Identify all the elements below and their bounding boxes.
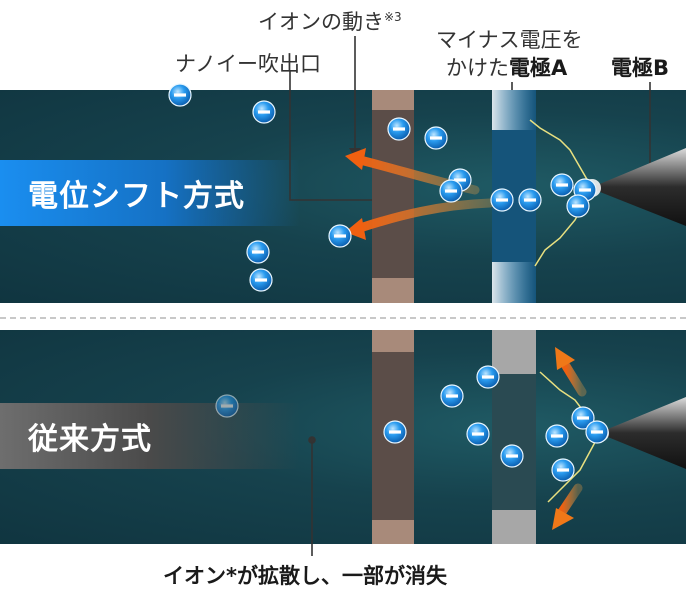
ion — [500, 444, 524, 468]
ion — [551, 458, 575, 482]
diffusion-arrow-up — [561, 361, 587, 397]
outlet-wall-top-upper — [372, 90, 414, 110]
ion — [252, 100, 276, 124]
ion — [566, 194, 590, 218]
ion — [466, 422, 490, 446]
negative-voltage-label-line2: かけた電極A — [446, 52, 567, 82]
ion-motion-text: イオンの動き — [258, 10, 384, 34]
ion — [545, 424, 569, 448]
ion — [550, 173, 574, 197]
electrode-b-needle-bottom — [598, 397, 686, 469]
electrode-a-label: 電極A — [509, 56, 568, 80]
ion-motion-label: イオンの動き※3 — [258, 6, 402, 36]
electrode-a-glow-upper — [492, 90, 536, 130]
ion — [424, 126, 448, 150]
negative-voltage-prefix: かけた — [446, 56, 509, 80]
leader-lines — [289, 36, 654, 556]
ion — [249, 268, 273, 292]
ion — [246, 240, 270, 264]
ion — [440, 384, 464, 408]
ion — [168, 83, 192, 107]
nano-outlet-leader — [289, 70, 382, 201]
electrode-b-text: 電極B — [611, 56, 670, 80]
ion-flow-arrowhead-upper — [345, 148, 366, 170]
diffusion-caption: イオン*が拡散し、一部が消失 — [163, 564, 447, 588]
ion — [585, 420, 609, 444]
diffusion-arrow-down — [557, 483, 583, 517]
ion-motion-note: ※3 — [384, 10, 402, 24]
conventional-method-banner: 従来方式 — [0, 403, 300, 469]
ion-flow-arrowhead-lower — [345, 218, 366, 240]
electrode-b-needle-top — [590, 148, 686, 226]
ion-flow-arrow-lower — [355, 198, 495, 233]
spark-top-1 — [529, 119, 593, 189]
electrode-a-glow-lower — [492, 262, 536, 303]
diffusion-arrowhead-down — [552, 508, 574, 530]
ion — [328, 224, 352, 248]
conventional-electrode-gap — [492, 374, 536, 510]
ion — [490, 188, 514, 212]
ion — [476, 365, 500, 389]
outlet-wall-bottom-upper — [372, 330, 414, 352]
electrode-b-label: 電極B — [611, 52, 669, 82]
shift-method-banner: 電位シフト方式 — [0, 160, 300, 226]
ion — [215, 394, 239, 418]
conventional-electrode-upper — [492, 330, 536, 374]
ion — [387, 117, 411, 141]
panel-divider — [0, 317, 686, 319]
diffusion-arrowhead-up — [555, 347, 575, 370]
ion — [439, 179, 463, 203]
outlet-wall-top-lower — [372, 278, 414, 303]
spark-bottom-2 — [547, 432, 601, 503]
ion — [383, 420, 407, 444]
ion — [518, 188, 542, 212]
negative-voltage-label-line1: マイナス電圧を — [436, 28, 583, 52]
outlet-wall-bottom-lower — [372, 520, 414, 544]
nano-outlet-label: ナノイー吹出口 — [175, 52, 321, 76]
conventional-electrode-lower — [492, 510, 536, 544]
